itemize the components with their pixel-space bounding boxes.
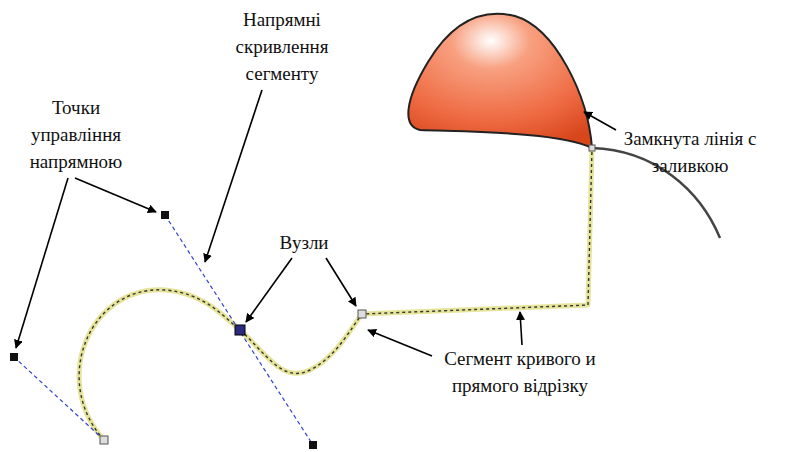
control-point <box>309 441 317 449</box>
callout-label: Сегмент кривого и прямого відрізку <box>425 345 615 399</box>
tangent-line <box>14 357 104 440</box>
node-point <box>589 145 595 151</box>
node-point <box>235 325 245 335</box>
control-point <box>161 211 169 219</box>
leader-line <box>520 312 522 345</box>
leader-line <box>584 112 616 130</box>
callout-label: Замкнута лінія с заливкою <box>605 125 775 179</box>
callout-label: Напрямні скривлення сегменту <box>217 6 347 87</box>
leader-line <box>75 178 156 212</box>
callout-label: Вузли <box>259 229 349 256</box>
leader-line <box>246 258 292 322</box>
callout-label: Точки управління напрямною <box>11 94 141 175</box>
leader-line <box>326 258 356 306</box>
node-point <box>100 436 108 444</box>
selected-path <box>79 148 592 440</box>
leader-line <box>368 330 432 356</box>
control-point <box>10 353 18 361</box>
node-point <box>358 310 366 318</box>
selected-path-dash <box>79 148 592 440</box>
closed-filled-shape <box>408 14 592 148</box>
leader-line <box>16 178 68 348</box>
leader-line <box>205 90 262 262</box>
